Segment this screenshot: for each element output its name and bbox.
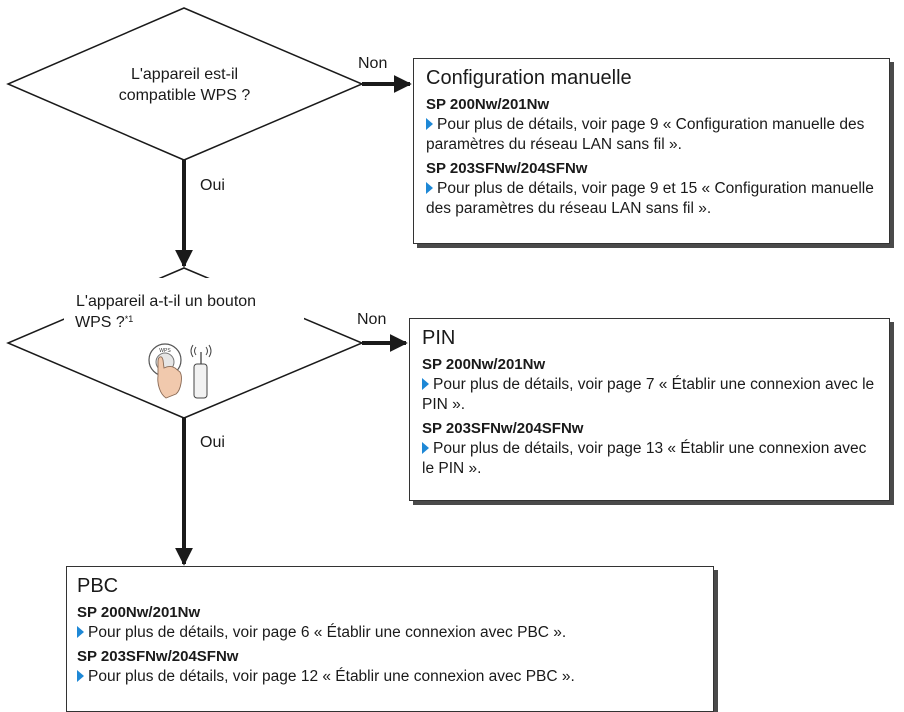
- box-manual-configuration: Configuration manuelle SP 200Nw/201Nw Po…: [413, 58, 890, 244]
- box-pbc-model-1: SP 200Nw/201Nw: [77, 604, 201, 621]
- question-2-line-1: L'appareil a-t-il un bouton: [76, 293, 257, 310]
- detail-arrow-icon: [422, 378, 429, 390]
- hand-icon: [157, 356, 182, 399]
- box-manual-title: Configuration manuelle: [426, 67, 632, 89]
- detail-arrow-icon: [426, 118, 433, 130]
- label-yes-2: Oui: [200, 434, 225, 451]
- question-wps-button: L'appareil a-t-il un bouton WPS ?*1: [70, 291, 300, 333]
- wps-button-text: WPS: [159, 348, 171, 354]
- box-pin: PIN SP 200Nw/201Nw Pour plus de détails,…: [409, 318, 890, 501]
- box-pin-detail-1: Pour plus de détails, voir page 7 « Étab…: [422, 376, 875, 413]
- detail-arrow-icon: [77, 626, 84, 638]
- label-yes-1: Oui: [200, 177, 225, 194]
- box-manual-detail-1: Pour plus de détails, voir page 9 « Conf…: [426, 116, 865, 153]
- question-wps-compatible: L'appareil est-il compatible WPS ?: [92, 64, 277, 106]
- detail-arrow-icon: [422, 442, 429, 454]
- question-1-line-1: L'appareil est-il: [130, 66, 239, 83]
- router-icon: [193, 363, 208, 399]
- box-pbc-detail-2: Pour plus de détails, voir page 12 « Éta…: [88, 668, 575, 685]
- box-pin-model-2: SP 203SFNw/204SFNw: [422, 420, 584, 437]
- detail-arrow-icon: [426, 182, 433, 194]
- box-pin-model-1: SP 200Nw/201Nw: [422, 356, 546, 373]
- label-no-2: Non: [357, 311, 387, 328]
- box-pbc: PBC SP 200Nw/201Nw Pour plus de détails,…: [66, 566, 714, 712]
- box-manual-model-2: SP 203SFNw/204SFNw: [426, 160, 588, 177]
- question-2-line-2: WPS ?: [75, 314, 125, 331]
- box-manual-model-1: SP 200Nw/201Nw: [426, 96, 550, 113]
- label-no-1: Non: [358, 55, 388, 72]
- box-manual-detail-2: Pour plus de détails, voir page 9 et 15 …: [426, 180, 874, 217]
- box-pin-title: PIN: [422, 327, 456, 349]
- wifi-waves-icon: [190, 344, 212, 358]
- footnote-marker: *1: [124, 314, 134, 324]
- box-pin-detail-2: Pour plus de détails, voir page 13 « Éta…: [422, 440, 867, 477]
- box-pbc-model-2: SP 203SFNw/204SFNw: [77, 648, 239, 665]
- wps-button-illustration: WPS: [148, 343, 212, 399]
- question-1-line-2: compatible WPS ?: [118, 87, 251, 104]
- box-pbc-detail-1: Pour plus de détails, voir page 6 « Étab…: [88, 624, 567, 641]
- detail-arrow-icon: [77, 670, 84, 682]
- box-pbc-title: PBC: [77, 575, 119, 597]
